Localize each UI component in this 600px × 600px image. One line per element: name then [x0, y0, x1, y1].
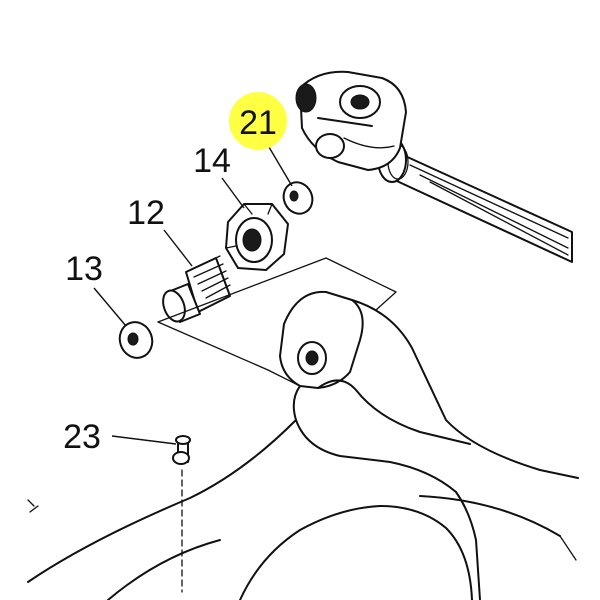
- leader-21: [265, 141, 293, 187]
- leader-14: [221, 177, 245, 209]
- callouts: 21 14 12 13 23: [63, 92, 287, 456]
- callout-21-highlight: [229, 92, 287, 150]
- nut-14: [225, 203, 289, 271]
- leader-23: [111, 435, 177, 445]
- tie-rod-assembly: [295, 70, 573, 263]
- callout-12: 12: [127, 194, 165, 232]
- washer-13: [118, 321, 154, 359]
- callout-14: 14: [193, 142, 231, 180]
- callout-23: 23: [63, 418, 101, 456]
- control-arm: [27, 257, 579, 600]
- pin-23: [172, 435, 191, 593]
- leader-13: [93, 287, 127, 327]
- stud-12: [162, 255, 231, 323]
- leader-lines: [93, 141, 293, 445]
- callout-13: 13: [65, 250, 103, 288]
- washer-21: [282, 181, 314, 215]
- callout-21: 21: [239, 104, 277, 142]
- leader-12: [163, 229, 193, 267]
